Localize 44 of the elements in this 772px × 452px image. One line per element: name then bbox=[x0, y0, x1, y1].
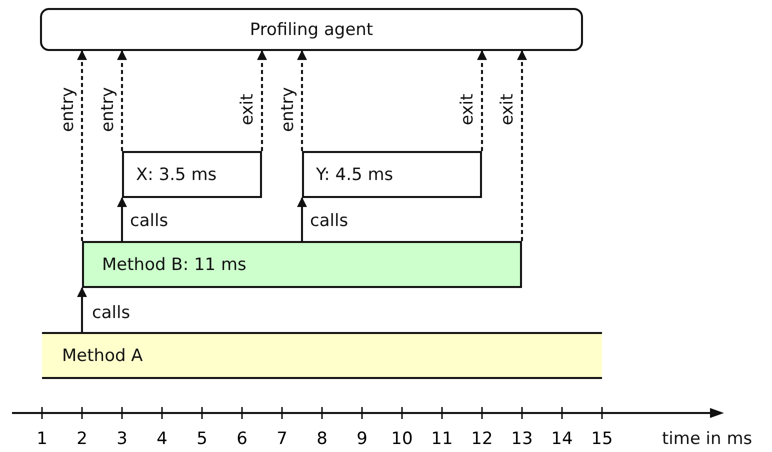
edge-label: exit bbox=[460, 93, 476, 125]
tick-label: 11 bbox=[431, 431, 453, 448]
arrow bbox=[117, 50, 127, 151]
axis-title: time in ms bbox=[662, 431, 752, 448]
node-label: Method A bbox=[62, 346, 143, 366]
method-box bbox=[302, 151, 482, 198]
edge-label: exit bbox=[500, 93, 516, 125]
edge-label: calls bbox=[130, 213, 168, 230]
edge-label: calls bbox=[92, 305, 130, 322]
arrow bbox=[77, 287, 87, 332]
arrow bbox=[257, 50, 267, 151]
edge-label: entry bbox=[280, 86, 296, 132]
tick-label: 10 bbox=[391, 431, 413, 448]
tick-label: 1 bbox=[36, 431, 48, 448]
tick-label: 5 bbox=[196, 431, 208, 448]
node-label: Profiling agent bbox=[250, 20, 374, 40]
arrow bbox=[117, 197, 127, 241]
edge-label: entry bbox=[60, 86, 76, 132]
agent-box bbox=[40, 8, 583, 51]
node-label: X: 3.5 ms bbox=[136, 164, 217, 184]
arrow bbox=[77, 50, 87, 241]
arrow bbox=[297, 197, 307, 241]
tick-label: 13 bbox=[511, 431, 533, 448]
tick-label: 3 bbox=[116, 431, 128, 448]
method-box bbox=[122, 151, 262, 198]
edge-label: entry bbox=[100, 86, 116, 132]
arrow bbox=[297, 50, 307, 151]
tick-label: 6 bbox=[236, 431, 248, 448]
tick-label: 14 bbox=[551, 431, 573, 448]
tick-label: 7 bbox=[276, 431, 288, 448]
tick-label: 4 bbox=[156, 431, 168, 448]
method-band bbox=[42, 332, 602, 379]
tick-label: 8 bbox=[316, 431, 328, 448]
tick-label: 15 bbox=[591, 431, 613, 448]
tick-label: 12 bbox=[471, 431, 493, 448]
node-label: Method B: 11 ms bbox=[102, 254, 246, 274]
node-label: Y: 4.5 ms bbox=[316, 164, 394, 184]
edge-label: exit bbox=[240, 93, 256, 125]
tick-label: 9 bbox=[356, 431, 368, 448]
arrow bbox=[517, 50, 527, 241]
tick-label: 2 bbox=[76, 431, 88, 448]
edge-label: calls bbox=[310, 213, 348, 230]
method-box bbox=[82, 241, 522, 288]
arrow bbox=[477, 50, 487, 151]
